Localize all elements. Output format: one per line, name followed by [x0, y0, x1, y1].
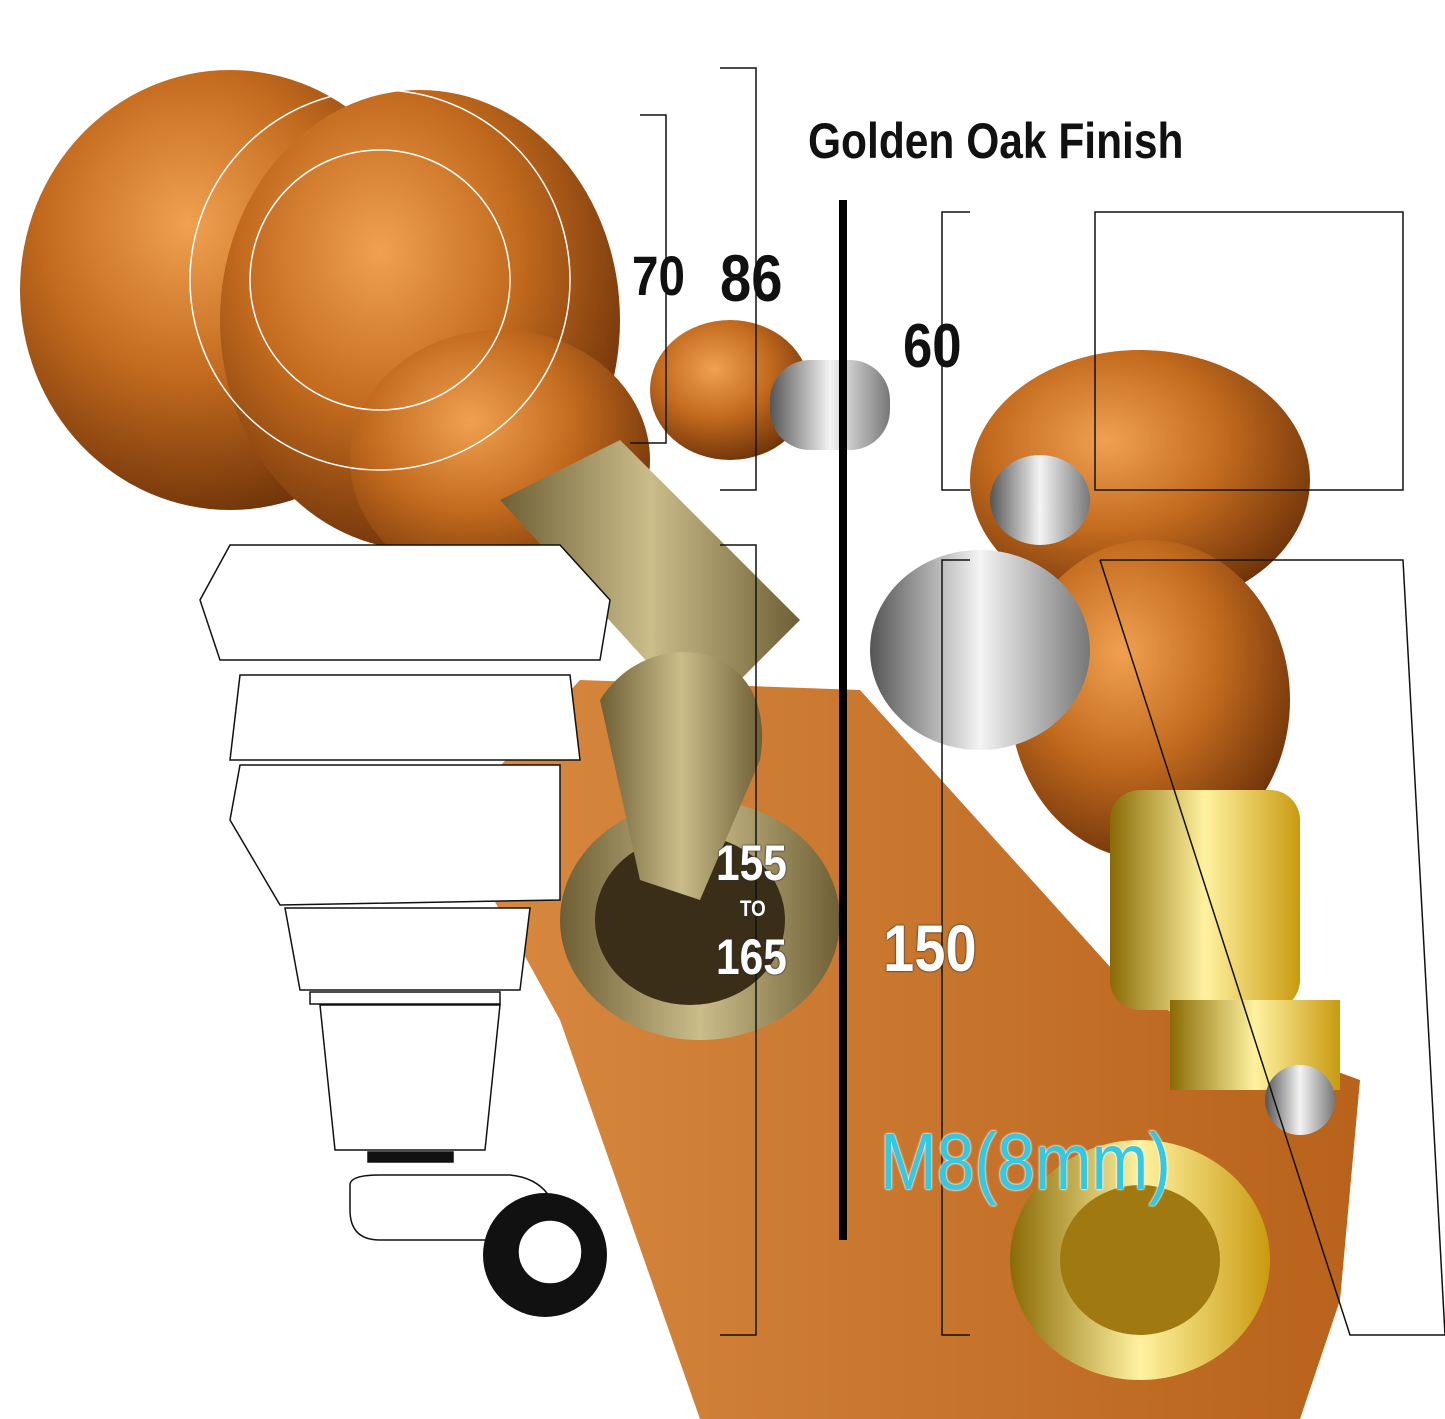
- leg-line-drawing: [199, 544, 611, 1317]
- finish-title: Golden Oak Finish: [808, 113, 1184, 169]
- dim-height-min: 155: [716, 835, 787, 891]
- dim-square-height: 150: [883, 911, 977, 985]
- dim-top-outer: 86: [720, 241, 783, 315]
- dim-height-separator: TO: [740, 896, 766, 921]
- bun-foot: [870, 350, 1340, 1380]
- thread-size-label: M8(8mm): [880, 1117, 1171, 1206]
- dim-top-inner: 70: [632, 244, 685, 307]
- dimension-lines: [189, 67, 1445, 1336]
- dim-height-max: 165: [716, 929, 787, 985]
- dim-square-width: 60: [903, 312, 962, 381]
- turned-leg: [20, 70, 890, 1040]
